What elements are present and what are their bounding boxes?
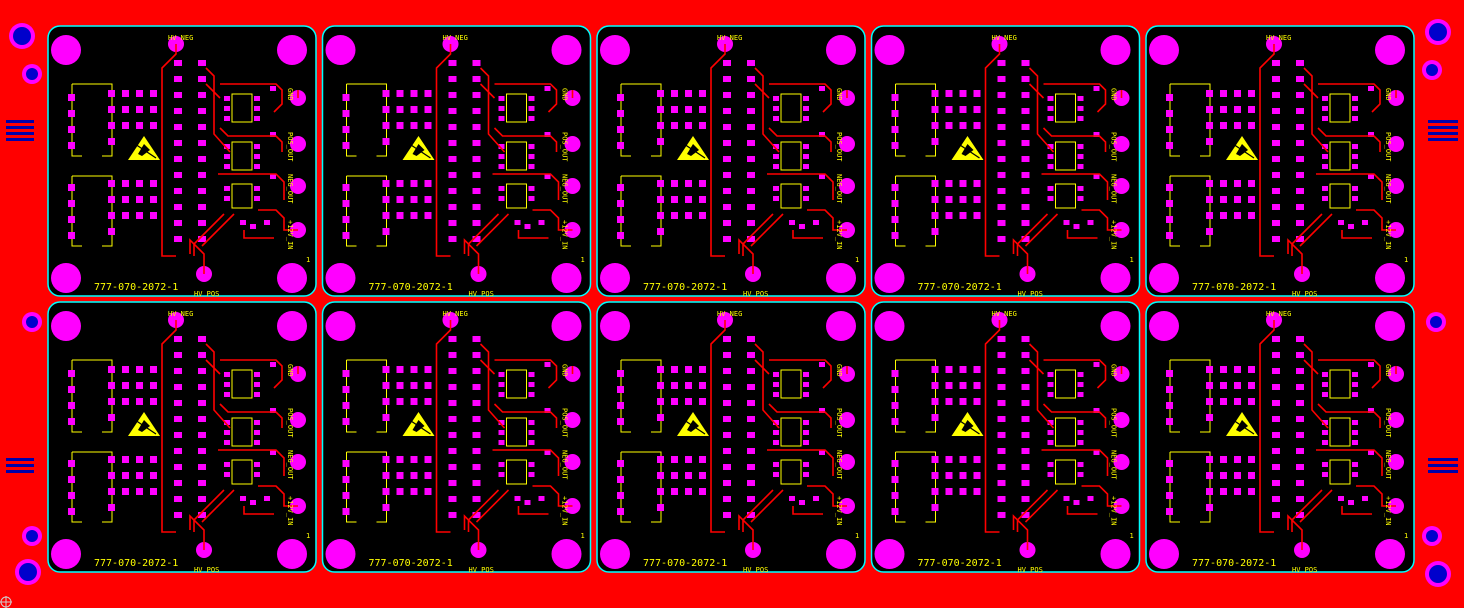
neg-out-label: NEG_OUT — [1110, 450, 1118, 480]
v12-in-label: +12V_IN — [561, 496, 569, 526]
part-number-label: 777-070-2072-1 — [1192, 558, 1276, 569]
pin1-label: 1 — [1130, 532, 1134, 540]
part-number-label: 777-070-2072-1 — [94, 282, 178, 293]
hv-neg-label: HV NEG — [992, 310, 1017, 318]
hv-pos-label: HV POS — [743, 290, 768, 298]
v12-in-label: +12V_IN — [286, 496, 294, 526]
hv-pos-label: HV POS — [469, 290, 494, 298]
pos-out-label: POS_OUT — [1110, 408, 1118, 438]
hv-neg-label: HV NEG — [717, 34, 742, 42]
v12-in-label: +12V_IN — [1384, 496, 1392, 526]
gnd-label: GND — [835, 364, 843, 377]
board-module: HV NEG HV POS 777-070-2072-1 GND POS_OUT NEG_… — [321, 301, 592, 574]
part-number-label: 777-070-2072-1 — [1192, 282, 1276, 293]
neg-out-label: NEG_OUT — [835, 174, 843, 204]
mounting-hole-icon — [9, 19, 1451, 587]
neg-out-label: NEG_OUT — [286, 450, 294, 480]
board-module: HV NEG HV POS 777-070-2072-1 GND POS_OUT NEG_… — [870, 25, 1141, 298]
pin1-label: 1 — [1404, 532, 1408, 540]
pin1-label: 1 — [1404, 256, 1408, 264]
part-number-label: 777-070-2072-1 — [643, 558, 727, 569]
part-number-label: 777-070-2072-1 — [94, 558, 178, 569]
gnd-label: GND — [1110, 364, 1118, 377]
board-module: HV NEG HV POS 777-070-2072-1 GND POS_OUT NEG_… — [596, 301, 866, 574]
gnd-label: GND — [561, 364, 569, 377]
v12-in-label: +12V_IN — [835, 496, 843, 526]
neg-out-label: NEG_OUT — [835, 450, 843, 480]
pin1-label: 1 — [306, 532, 310, 540]
part-number-label: 777-070-2072-1 — [918, 558, 1002, 569]
neg-out-label: NEG_OUT — [1110, 174, 1118, 204]
gnd-label: GND — [286, 364, 294, 377]
board-module: HV NEG HV POS 777-070-2072-1 GND POS_OUT NEG_… — [321, 25, 592, 298]
part-number-label: 777-070-2072-1 — [643, 282, 727, 293]
pin1-label: 1 — [581, 256, 585, 264]
part-number-label: 777-070-2072-1 — [369, 558, 453, 569]
pos-out-label: POS_OUT — [835, 132, 843, 162]
board-module: HV NEG HV POS 777-070-2072-1 GND POS_OUT NEG_… — [1145, 301, 1415, 574]
neg-out-label: NEG_OUT — [1384, 174, 1392, 204]
hv-neg-label: HV NEG — [443, 310, 468, 318]
part-number-label: 777-070-2072-1 — [918, 282, 1002, 293]
hv-pos-label: HV POS — [194, 566, 219, 574]
gnd-label: GND — [561, 88, 569, 101]
hv-neg-label: HV NEG — [1266, 310, 1291, 318]
hv-pos-label: HV POS — [194, 290, 219, 298]
v12-in-label: +12V_IN — [1384, 220, 1392, 250]
neg-out-label: NEG_OUT — [561, 174, 569, 204]
hv-neg-label: HV NEG — [168, 34, 193, 42]
board-module: HV NEG HV POS 777-070-2072-1 GND POS_OUT NEG_… — [870, 301, 1141, 574]
v12-in-label: +12V_IN — [286, 220, 294, 250]
pos-out-label: POS_OUT — [286, 132, 294, 162]
hv-neg-label: HV NEG — [168, 310, 193, 318]
v12-in-label: +12V_IN — [1110, 496, 1118, 526]
pos-out-label: POS_OUT — [1110, 132, 1118, 162]
origin-marker-icon — [0, 596, 12, 608]
gnd-label: GND — [1110, 88, 1118, 101]
hv-neg-label: HV NEG — [1266, 34, 1291, 42]
pos-out-label: POS_OUT — [286, 408, 294, 438]
v12-in-label: +12V_IN — [835, 220, 843, 250]
v12-in-label: +12V_IN — [1110, 220, 1118, 250]
pin1-label: 1 — [581, 532, 585, 540]
hv-neg-label: HV NEG — [443, 34, 468, 42]
board-module: HV NEG HV POS 777-070-2072-1 GND POS_OUT NEG_… — [596, 25, 866, 298]
pin1-label: 1 — [855, 256, 859, 264]
board-module: HV NEG HV POS 777-070-2072-1 GND POS_OUT NEG_… — [47, 301, 317, 574]
gnd-label: GND — [835, 88, 843, 101]
gnd-label: GND — [1384, 364, 1392, 377]
board-module: HV NEG HV POS 777-070-2072-1 GND POS_OUT NEG_… — [47, 25, 317, 298]
hv-pos-label: HV POS — [1018, 566, 1043, 574]
hv-pos-label: HV POS — [1292, 290, 1317, 298]
hv-neg-label: HV NEG — [717, 310, 742, 318]
pin1-label: 1 — [1130, 256, 1134, 264]
neg-out-label: NEG_OUT — [561, 450, 569, 480]
pos-out-label: POS_OUT — [561, 132, 569, 162]
hv-pos-label: HV POS — [1292, 566, 1317, 574]
pos-out-label: POS_OUT — [835, 408, 843, 438]
hv-neg-label: HV NEG — [992, 34, 1017, 42]
hv-pos-label: HV POS — [743, 566, 768, 574]
hv-pos-label: HV POS — [469, 566, 494, 574]
pos-out-label: POS_OUT — [1384, 132, 1392, 162]
pin1-label: 1 — [855, 532, 859, 540]
gnd-label: GND — [286, 88, 294, 101]
neg-out-label: NEG_OUT — [286, 174, 294, 204]
board-module: HV NEG HV POS 777-070-2072-1 GND POS_OUT NEG_… — [1145, 25, 1415, 298]
v12-in-label: +12V_IN — [561, 220, 569, 250]
pin1-label: 1 — [306, 256, 310, 264]
pos-out-label: POS_OUT — [561, 408, 569, 438]
neg-out-label: NEG_OUT — [1384, 450, 1392, 480]
pos-out-label: POS_OUT — [1384, 408, 1392, 438]
part-number-label: 777-070-2072-1 — [369, 282, 453, 293]
gnd-label: GND — [1384, 88, 1392, 101]
hv-pos-label: HV POS — [1018, 290, 1043, 298]
